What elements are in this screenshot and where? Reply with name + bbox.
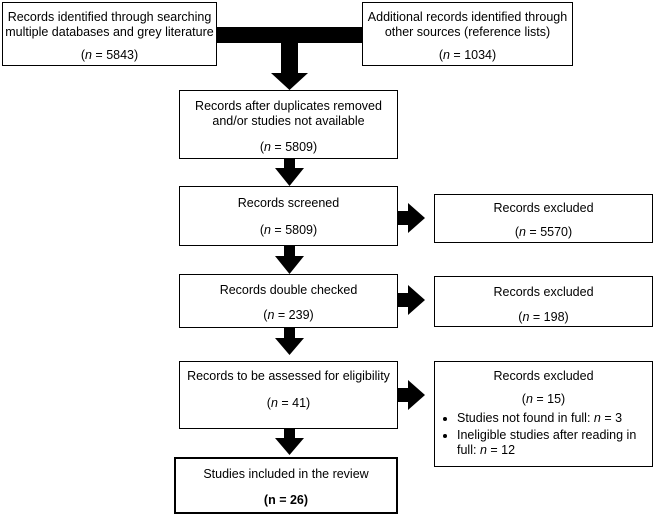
exclusion-reasons-list: Studies not found in full: n = 3 Ineligi… xyxy=(439,411,648,460)
exclusion-reason-item: Studies not found in full: n = 3 xyxy=(457,411,648,426)
after-duplicates-count: (n = 5809) xyxy=(259,140,318,154)
excluded-screen-label: Records excluded xyxy=(493,201,594,215)
included-count: (n = 26) xyxy=(263,493,309,507)
excluded-eligibility-count: (n = 15) xyxy=(521,392,566,406)
excluded-check-label: Records excluded xyxy=(493,285,594,299)
identified-databases-count: (n = 5843) xyxy=(80,48,139,62)
arrow-to-after-duplicates xyxy=(271,43,308,90)
included-label: Studies included in the review xyxy=(203,467,369,481)
arrow-to-excluded-check xyxy=(397,285,425,315)
identified-databases-label: Records identified through searching mul… xyxy=(5,10,214,39)
arrow-to-excluded-screen xyxy=(397,203,425,233)
screened-count: (n = 5809) xyxy=(259,223,318,237)
identified-other-label: Additional records identified through ot… xyxy=(367,10,568,39)
arrow-to-included xyxy=(275,428,304,455)
after-duplicates-box: Records after duplicates removed and/or … xyxy=(179,90,398,159)
identified-other-count: (n = 1034) xyxy=(438,48,497,62)
identified-databases-box: Records identified through searching mul… xyxy=(2,2,217,66)
arrow-to-eligibility xyxy=(275,327,304,355)
arrow-to-double-checked xyxy=(275,245,304,274)
excluded-screen-box: Records excluded (n = 5570) xyxy=(434,194,653,243)
double-checked-label: Records double checked xyxy=(219,283,358,297)
double-checked-box: Records double checked (n = 239) xyxy=(179,274,398,328)
arrow-to-excluded-eligibility xyxy=(397,380,425,410)
screened-box: Records screened (n = 5809) xyxy=(179,186,398,246)
arrow-to-screened xyxy=(275,158,304,186)
excluded-eligibility-box: Records excluded (n = 15) Studies not fo… xyxy=(434,361,653,467)
excluded-check-count: (n = 198) xyxy=(518,310,569,324)
excluded-screen-count: (n = 5570) xyxy=(514,225,573,239)
eligibility-count: (n = 41) xyxy=(266,396,311,410)
excluded-check-box: Records excluded (n = 198) xyxy=(434,276,653,327)
after-duplicates-label: Records after duplicates removed and/or … xyxy=(195,99,382,128)
exclusion-reason-item: Ineligible studies after reading in full… xyxy=(457,428,648,458)
eligibility-label: Records to be assessed for eligibility xyxy=(187,369,390,383)
excluded-eligibility-label: Records excluded xyxy=(493,369,594,383)
merge-bar xyxy=(216,27,362,43)
included-box: Studies included in the review (n = 26) xyxy=(174,457,398,514)
eligibility-box: Records to be assessed for eligibility (… xyxy=(179,361,398,429)
double-checked-count: (n = 239) xyxy=(263,308,314,322)
identified-other-box: Additional records identified through ot… xyxy=(362,2,573,66)
screened-label: Records screened xyxy=(237,196,340,210)
